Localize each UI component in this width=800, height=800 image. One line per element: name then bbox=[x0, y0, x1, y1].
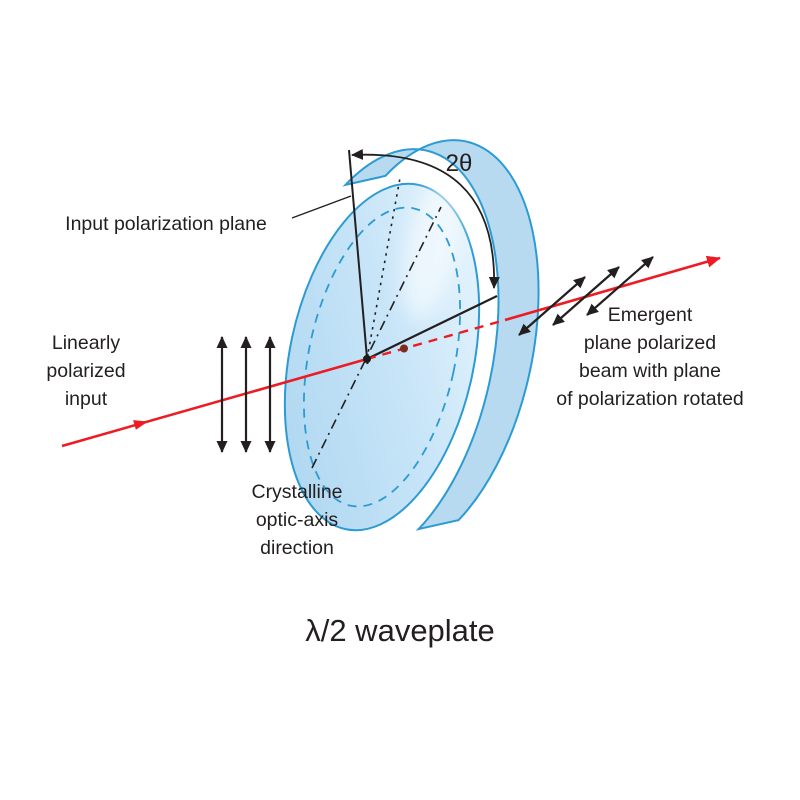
beam-line-inside-plate bbox=[366, 318, 506, 361]
label-line: Linearly bbox=[52, 332, 121, 354]
angle-arc bbox=[351, 148, 500, 289]
label-line: of polarization rotated bbox=[556, 388, 744, 410]
rotated-plane-line bbox=[366, 295, 498, 360]
label-pointer-line bbox=[291, 195, 352, 219]
label-line: plane polarized bbox=[584, 332, 716, 354]
label-line: input bbox=[65, 388, 108, 410]
label-emergent-beam: Emergent plane polarized beam with plane… bbox=[556, 304, 744, 410]
label-linearly-polarized-input: Linearly polarized input bbox=[46, 332, 125, 410]
inner-center-dot bbox=[400, 344, 408, 353]
label-crystalline-optic-axis: Crystalline optic-axis direction bbox=[251, 481, 342, 559]
label-line: Crystalline bbox=[251, 481, 342, 503]
front-face-center-dot bbox=[363, 355, 371, 363]
label-line: polarized bbox=[46, 360, 125, 382]
diagram-title: λ/2 waveplate bbox=[305, 613, 495, 648]
label-line: optic-axis bbox=[256, 509, 339, 531]
label-input-polarization-plane: Input polarization plane bbox=[65, 213, 267, 235]
label-line: Emergent bbox=[608, 304, 693, 326]
label-line: direction bbox=[260, 537, 334, 559]
beam-arrowhead-left bbox=[133, 420, 148, 430]
label-line: beam with plane bbox=[579, 360, 721, 382]
beam-line-incoming bbox=[61, 357, 368, 448]
input-polarization-arrows bbox=[216, 336, 276, 453]
emergent-polarization-arrows bbox=[518, 256, 654, 336]
emergent-polarization-arrow bbox=[586, 256, 654, 316]
label-angle-2theta: 2θ bbox=[446, 150, 473, 177]
